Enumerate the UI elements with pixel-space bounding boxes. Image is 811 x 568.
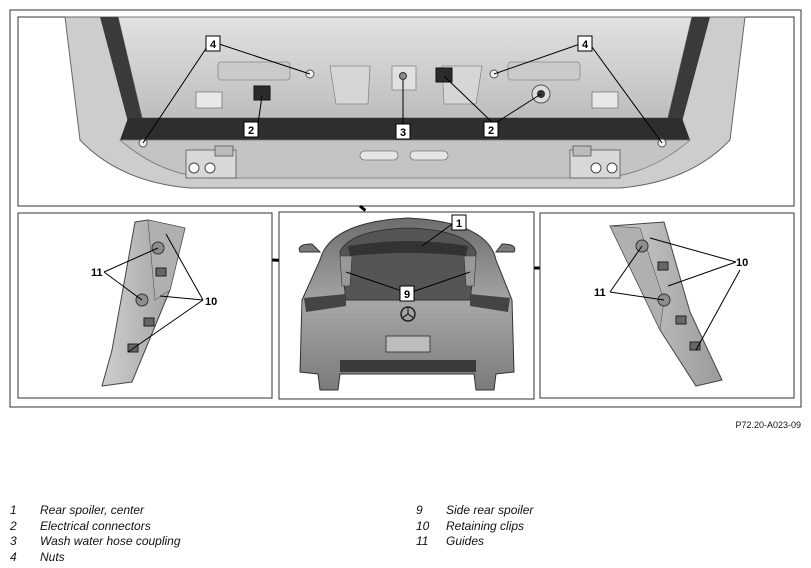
right-clip-3	[689, 341, 701, 351]
car-leaders	[345, 221, 471, 293]
left-detail-leaders	[103, 233, 204, 353]
tailgate-right-pillar	[668, 17, 710, 122]
right-spoiler-detail: 10 11	[539, 212, 795, 399]
left-callout-10: 10	[205, 296, 217, 308]
left-spoiler-detail: 11 10	[17, 212, 273, 399]
car-taillight-left	[304, 294, 346, 312]
right-clip-2	[675, 315, 687, 325]
car-diffuser	[340, 360, 476, 372]
left-callout-11: 11	[91, 267, 103, 279]
legend-text: Electrical connectors	[40, 518, 151, 533]
panel-recess-left	[217, 61, 291, 81]
cutout-right	[591, 91, 619, 109]
callout-3: 3	[395, 123, 411, 140]
callout-9: 9	[399, 285, 415, 302]
callout-1-label: 1	[456, 218, 462, 230]
legend-item: 2 Electrical connectors	[10, 519, 390, 535]
legend-right: 9 Side rear spoiler 10 Retaining clips 1…	[416, 503, 796, 550]
car-rear-view: 1 9	[278, 211, 535, 400]
right-callout-11: 11	[594, 287, 606, 299]
trim-slot-left	[359, 150, 399, 161]
connector-left	[253, 85, 271, 101]
hinge-left	[185, 145, 237, 179]
figure-reference: P72.20-A023-09	[735, 420, 801, 430]
right-clip-1	[657, 261, 669, 271]
left-clip-1	[155, 267, 167, 277]
right-callout-10: 10	[736, 257, 748, 269]
legend-item: 1 Rear spoiler, center	[10, 503, 390, 519]
figure-frame	[9, 9, 802, 408]
callout-2-left-label: 2	[248, 125, 254, 137]
tailgate-leaders	[142, 43, 663, 144]
panel-recess-right	[507, 61, 581, 81]
tailgate-view: 4 4 2 3 2	[17, 16, 795, 207]
car-side-spoiler-left	[339, 255, 353, 287]
legend-item: 9 Side rear spoiler	[416, 503, 796, 519]
legend-number: 3	[10, 534, 17, 548]
legend-number: 1	[10, 503, 17, 517]
legend-item: 3 Wash water hose coupling	[10, 534, 390, 550]
tailgate-left-pillar	[100, 17, 142, 122]
legend-text: Nuts	[40, 549, 65, 564]
washer-coupling	[399, 72, 407, 80]
legend-text: Guides	[446, 534, 485, 548]
legend-text: Retaining clips	[446, 518, 525, 533]
legend-number: 2	[10, 518, 17, 533]
callout-4-right: 4	[577, 35, 593, 52]
callout-4-left: 4	[205, 35, 221, 52]
connector-right	[435, 67, 453, 83]
hinge-right	[569, 145, 621, 179]
legend-text: Rear spoiler, center	[40, 503, 145, 517]
car-taillight-right	[470, 294, 510, 312]
car-center-spoiler	[348, 241, 468, 256]
callout-2-right-label: 2	[488, 125, 494, 137]
callout-9-label: 9	[404, 289, 410, 301]
legend-item: 11 Guides	[416, 534, 796, 550]
legend-number: 4	[10, 549, 17, 564]
callout-4-right-label: 4	[582, 39, 589, 51]
callout-4-left-label: 4	[210, 39, 217, 51]
legend-item: 4 Nuts	[10, 550, 390, 566]
legend-number: 10	[416, 518, 430, 533]
car-mirror-right	[495, 243, 516, 253]
left-clip-2	[143, 317, 155, 327]
legend-number: 9	[416, 503, 423, 517]
legend-left: 1 Rear spoiler, center 2 Electrical conn…	[10, 503, 390, 565]
legend-number: 11	[416, 534, 429, 548]
legend-item: 10 Retaining clips	[416, 519, 796, 535]
trim-slot-right	[409, 150, 449, 161]
callout-2-left: 2	[243, 121, 259, 138]
legend-text: Wash water hose coupling	[40, 534, 181, 548]
car-plate	[385, 335, 431, 353]
callout-1: 1	[451, 214, 467, 231]
callout-2-right: 2	[483, 121, 499, 138]
cutout-left	[195, 91, 223, 109]
right-detail-leaders	[609, 237, 741, 351]
callout-3-label: 3	[400, 127, 406, 139]
spoiler-removal-diagram: 4 4 2 3 2	[9, 9, 802, 408]
car-mirror-left	[298, 243, 322, 253]
car-side-spoiler-right	[463, 255, 477, 287]
legend-text: Side rear spoiler	[446, 503, 534, 517]
panel-bracket-left	[329, 65, 371, 105]
